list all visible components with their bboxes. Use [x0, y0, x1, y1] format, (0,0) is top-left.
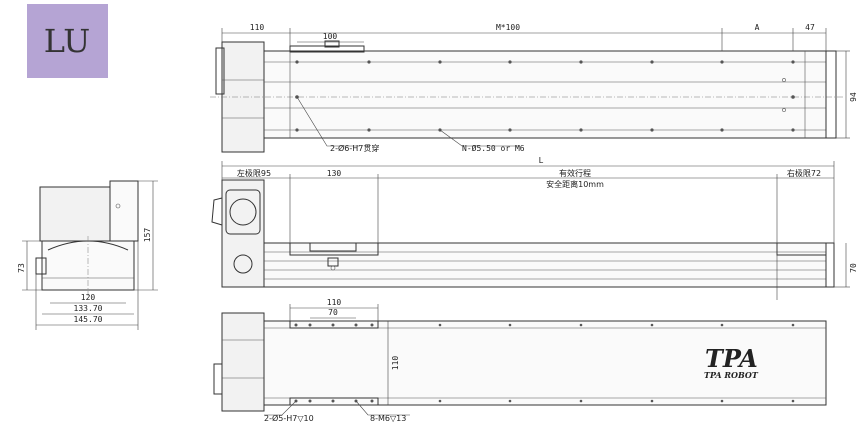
- front-dim-carriage: 130: [327, 169, 342, 178]
- top-callout-pin: 2-Ø6-H7贯穿: [330, 143, 379, 153]
- top-callout-holes: N-Ø5.50 or M6: [462, 143, 525, 153]
- front-left-limit: 左极限95: [237, 168, 271, 178]
- side-dim-120: 120: [81, 293, 96, 302]
- bottom-callout-pin: 2-Ø5-H7▽10: [264, 413, 314, 423]
- front-view: L 左极限95 130 有效行程 安全距离10mm 右极限72 70: [211, 156, 858, 300]
- side-motor: [39, 186, 113, 242]
- side-dim-133: 133.70: [74, 304, 103, 313]
- top-dim-carriage: 100: [323, 32, 338, 41]
- top-dim-a: A: [755, 23, 760, 32]
- bottom-callout-holes: 8-M6▽13: [370, 414, 406, 423]
- side-dim-height: 157: [143, 228, 152, 243]
- top-body: [263, 50, 827, 139]
- top-carriage-tab: [289, 45, 365, 53]
- bottom-view: TPA TPA ROBOT 110 70 110 2-Ø5-H7▽10 8-M6…: [213, 298, 827, 423]
- bottom-dim-height: 110: [391, 356, 400, 371]
- bottom-dim-110: 110: [327, 298, 342, 307]
- top-dim-pitch: M*100: [496, 23, 520, 32]
- bottom-dim-70: 70: [328, 308, 338, 317]
- front-right-limit: 右极限72: [787, 168, 821, 178]
- front-body: [263, 242, 827, 288]
- front-safety: 安全距离10mm: [546, 179, 604, 189]
- side-view: 157 73 120 133.70 145.70: [17, 180, 158, 330]
- bottom-motor: [221, 312, 265, 412]
- side-dim-145: 145.70: [74, 315, 103, 324]
- top-motor-connector: [215, 47, 225, 95]
- top-view: 110 M*100 A 47 100 94 2-Ø6-H7贯穿 N-Ø5.50 …: [210, 23, 858, 153]
- bottom-body: [263, 320, 827, 406]
- logo-sub: TPA ROBOT: [704, 370, 759, 380]
- side-dim-base: 73: [17, 263, 26, 273]
- top-dim-motor: 110: [250, 23, 265, 32]
- logo-main: TPA: [705, 344, 758, 373]
- top-dim-end: 47: [805, 23, 815, 32]
- front-dim-height: 70: [849, 263, 858, 273]
- front-dim-total: L: [539, 156, 544, 165]
- badge-background: [27, 4, 108, 78]
- badge-label: LU: [44, 22, 90, 60]
- top-dim-height: 94: [849, 92, 858, 102]
- front-stroke: 有效行程: [559, 168, 591, 178]
- model-badge: LU: [27, 4, 108, 78]
- tpa-logo: TPA TPA ROBOT: [704, 344, 759, 380]
